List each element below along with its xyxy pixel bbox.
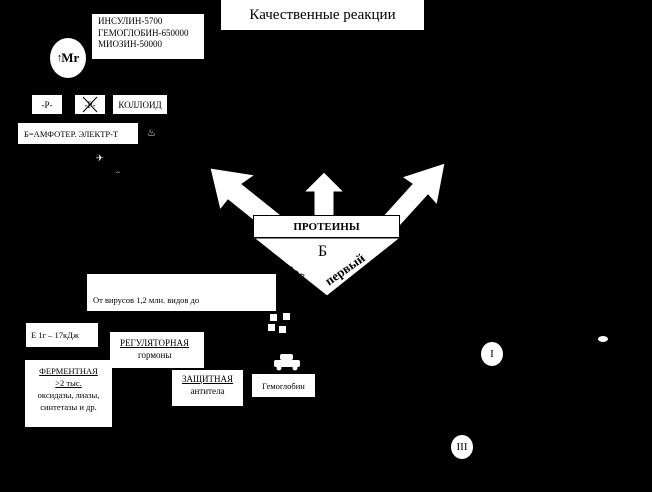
- cross-icon: [82, 96, 98, 113]
- arrow-up-right: [382, 162, 446, 229]
- proteins-label: ПРОТЕИНЫ: [253, 215, 400, 238]
- enzymatic-count: >2 тыс.: [55, 378, 82, 388]
- amphoteric-label: Б=АМФОТЕР. ЭЛЕКТР-Т: [18, 123, 138, 144]
- energy-label: E 1г – 17кДж: [26, 323, 98, 347]
- protective-sub: антитела: [190, 386, 225, 396]
- enzymatic-examples-1: оксидазы, лиазы,: [37, 390, 100, 400]
- arrow-up-icon: ↑: [56, 52, 63, 64]
- regulatory-title: РЕГУЛЯТОРНАЯ: [120, 338, 190, 348]
- molecule-icon: [268, 313, 290, 333]
- page-title: Качественные реакции: [221, 0, 424, 30]
- car-icon: [274, 354, 300, 371]
- molecular-masses: ИНСУЛИН-5700 ГЕМОГЛОБИН-650000 МИОЗИН-50…: [92, 14, 204, 59]
- colloid-label: КОЛЛОИД: [113, 95, 167, 114]
- blob-icon: [598, 336, 608, 342]
- viruses-label: От вирусов 1,2 млн. видов до: [87, 274, 276, 311]
- regulatory-function: РЕГУЛЯТОРНАЯ гормоны: [110, 332, 204, 368]
- peptide-bond-label: -P-: [32, 95, 62, 114]
- mr-circle: ↑Mr: [50, 38, 86, 78]
- peptide-bond-text: -P-: [84, 99, 96, 110]
- roman-three-circle: III: [451, 435, 473, 459]
- protective-function: ЗАЩИТНАЯ антитела: [172, 370, 243, 406]
- enzymatic-examples-2: синтетазы и др.: [40, 402, 97, 412]
- flame-icon: ♨: [147, 128, 156, 139]
- protective-title: ЗАЩИТНАЯ: [181, 374, 234, 384]
- enzymatic-function: ФЕРМЕНТНАЯ >2 тыс. оксидазы, лиазы, синт…: [25, 360, 112, 427]
- protos-triangle: [252, 237, 402, 297]
- hemoglobin-label: Гемоглобин: [252, 374, 315, 397]
- mr-label: Mr: [61, 50, 80, 65]
- mass-myosin: МИОЗИН-50000: [98, 39, 163, 49]
- regulatory-sub: гормоны: [138, 350, 172, 360]
- greek-letter: Б: [318, 243, 328, 260]
- arrow-up-center: [302, 171, 346, 217]
- enzymatic-title: ФЕРМЕНТНАЯ: [39, 366, 98, 376]
- mass-hemoglobin: ГЕМОГЛОБИН-650000: [98, 27, 189, 38]
- roman-one-circle: I: [481, 342, 503, 366]
- mass-insulin: ИНСУЛИН-5700: [98, 16, 163, 26]
- fish-icon: ~: [116, 169, 120, 177]
- peptide-bond-crossed-label: -P-: [75, 95, 105, 114]
- bird-icon: ✈: [96, 153, 104, 163]
